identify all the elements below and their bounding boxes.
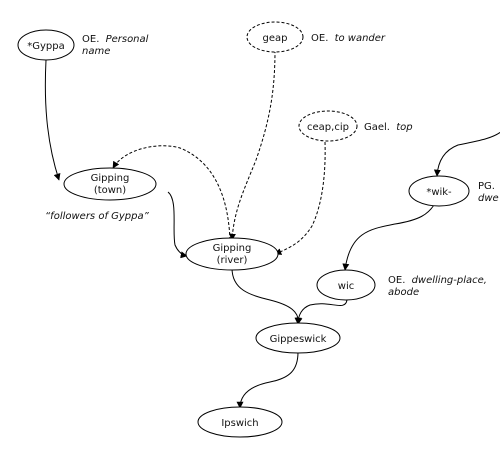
node-geap-label: geap [263, 33, 288, 44]
node-wik: *wik- [408, 175, 470, 207]
node-wic-label: wic [338, 281, 354, 292]
node-gipping-town-line1: Gipping [91, 173, 130, 184]
gloss-geap: OE. to wander [311, 33, 386, 44]
node-ipswich-label: Ipswich [221, 418, 258, 429]
gloss-ceap-meaning: top [396, 122, 412, 133]
node-gipping-town-line2: (town) [94, 185, 126, 196]
node-wic: wic [316, 269, 376, 301]
gloss-wik-lang: PG. [478, 181, 495, 192]
gloss-gyppa-meaning-2: name [82, 46, 110, 57]
gloss-gyppa-line1: OE. Personal [82, 34, 149, 45]
gloss-wic-meaning-2: abode [388, 287, 419, 298]
nodes: *Gyppa geap ceap,cip Gipping (town) Gipp… [17, 21, 470, 438]
edge-gipping-town-to-gipping-river [167, 191, 188, 259]
node-gipping-river: Gipping (river) [185, 237, 279, 271]
gloss-geap-meaning: to wander [335, 33, 386, 44]
node-ipswich: Ipswich [197, 406, 283, 438]
node-ceap-label: ceap,cip [307, 122, 349, 133]
node-wik-label: *wik- [426, 187, 452, 198]
node-gyppa: *Gyppa [17, 29, 75, 61]
gloss-gyppa-lang: OE. [82, 34, 99, 45]
node-gippeswick-label: Gippeswick [270, 334, 327, 345]
gloss-wic-line1: OE. dwelling-place, [388, 275, 487, 286]
edge-offscreen-to-wik [433, 131, 500, 177]
gloss-ceap: Gael. top [364, 122, 413, 133]
edge-wik-to-wic [342, 204, 435, 271]
gloss-geap-lang: OE. [311, 33, 328, 44]
gloss-ceap-lang: Gael. [364, 122, 390, 133]
edge-wic-to-gippeswick [294, 299, 348, 325]
edges [44, 49, 500, 409]
edge-gipping-river-to-gippeswick [231, 267, 303, 325]
gloss-wik-meaning: dwe [478, 193, 499, 204]
edge-ceap-to-gipping-river [274, 141, 326, 255]
edge-geap-to-gipping-river [228, 49, 276, 241]
edge-gyppa-to-gipping-town [44, 59, 61, 181]
gloss-wic-meaning-1: dwelling-place, [412, 275, 487, 286]
node-gippeswick: Gippeswick [255, 322, 341, 354]
glosses: OE. Personal name OE. to wander Gael. to… [45, 33, 499, 298]
gloss-gyppa-meaning-1: Personal [106, 34, 149, 45]
node-gipping-river-line2: (river) [217, 255, 248, 266]
node-gipping-river-line1: Gipping [213, 243, 252, 254]
node-gyppa-label: *Gyppa [27, 41, 65, 52]
node-geap: geap [246, 21, 304, 53]
gloss-followers-of-gyppa: “followers of Gyppa” [45, 211, 150, 222]
gloss-wic-lang: OE. [388, 275, 405, 286]
node-ceap: ceap,cip [298, 110, 358, 142]
edge-gipping-river-to-gipping-town [112, 145, 231, 241]
edge-gippeswick-to-ipswich [236, 351, 299, 409]
node-gipping-town: Gipping (town) [63, 167, 157, 201]
